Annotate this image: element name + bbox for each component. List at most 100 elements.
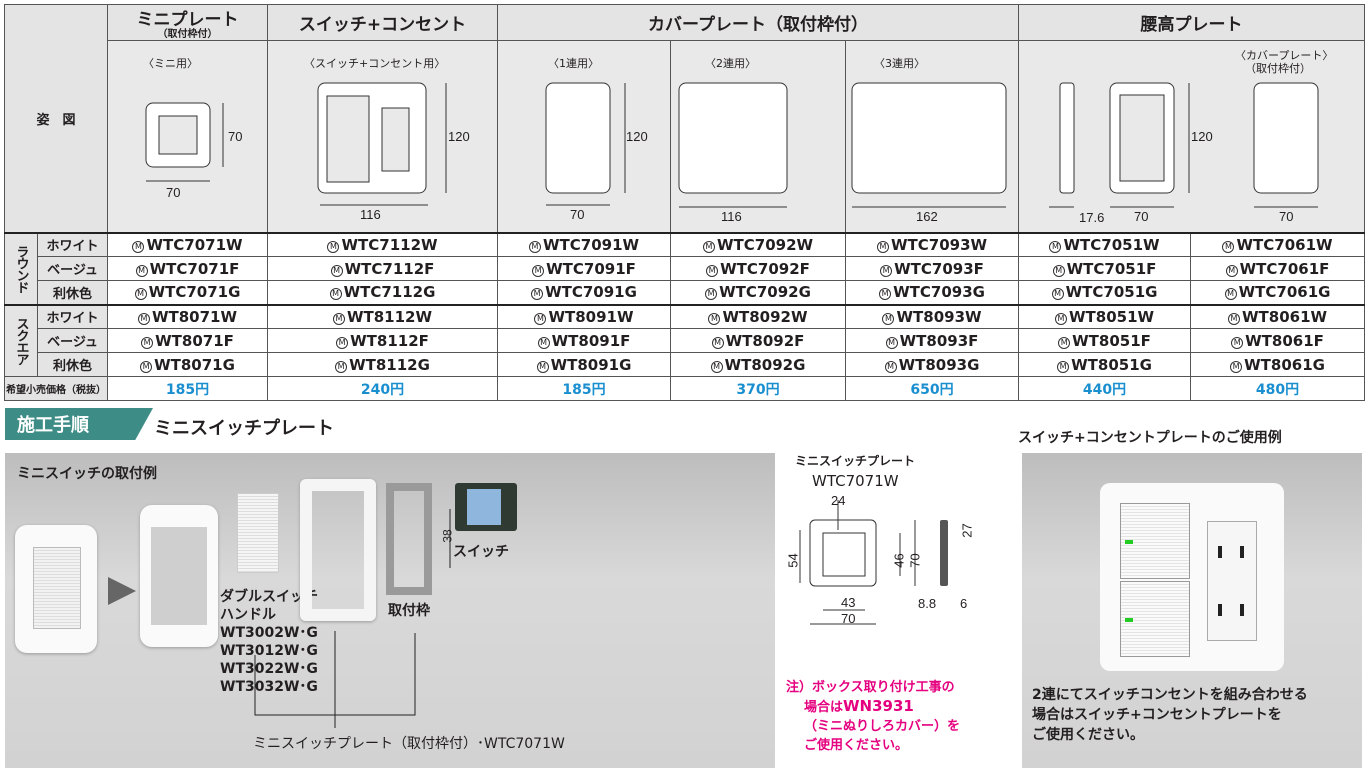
m-mark-icon: M	[876, 240, 889, 253]
example-title: ミニスイッチの取付例	[17, 466, 157, 482]
m-mark-icon: M	[531, 288, 544, 301]
m-mark-icon: M	[1057, 360, 1070, 373]
plate-image	[140, 505, 218, 647]
price-label: 希望小売価格（税抜）	[3, 376, 109, 401]
m-mark-icon: M	[528, 240, 541, 253]
m-mark-icon: M	[710, 360, 723, 373]
header-mini-plate: ミニプレート（取付枠付）	[107, 4, 269, 41]
figure-mini: 〈ミニ用〉 70 70	[107, 40, 269, 233]
price: 370円	[670, 376, 847, 401]
m-mark-icon: M	[534, 312, 547, 325]
m-mark-icon: M	[702, 240, 715, 253]
figure-cover-1gang: 〈1連用〉 120 70	[497, 40, 672, 233]
m-mark-icon: M	[335, 360, 348, 373]
usage-text: 2連にてスイッチコンセントを組み合わせる場合はスイッチ+コンセントプレートをご使…	[1032, 687, 1308, 743]
frame-plate-image	[300, 479, 376, 621]
m-mark-icon: M	[708, 312, 721, 325]
spec-table: 姿 図 ミニプレート（取付枠付） スイッチ+コンセント カバープレート（取付枠付…	[3, 4, 1366, 401]
m-mark-icon: M	[332, 312, 345, 325]
m-mark-icon: M	[1227, 312, 1240, 325]
m-mark-icon: M	[329, 288, 342, 301]
color-label: ベージュ	[36, 256, 109, 281]
m-mark-icon: M	[884, 360, 897, 373]
header-waist-plate: 腰高プレート	[1018, 4, 1366, 41]
series-label: ラウンド	[4, 231, 38, 305]
m-mark-icon: M	[141, 336, 154, 349]
procedure-title: ミニスイッチプレート	[154, 418, 334, 439]
price: 650円	[845, 376, 1020, 401]
header-cover-plate: カバープレート（取付枠付）	[497, 4, 1020, 41]
usage-panel: 2連にてスイッチコンセントを組み合わせる場合はスイッチ+コンセントプレートをご使…	[1022, 453, 1362, 768]
color-label: 利休色	[36, 352, 109, 377]
m-mark-icon: M	[140, 360, 153, 373]
m-mark-icon: M	[1058, 336, 1071, 349]
price: 440円	[1018, 376, 1192, 401]
m-mark-icon: M	[711, 336, 724, 349]
switch-outlet-plate-image	[1100, 483, 1284, 671]
arrow-icon	[108, 577, 136, 605]
series-label: スクエア	[4, 303, 38, 377]
m-mark-icon: M	[1054, 312, 1067, 325]
figure-label: 姿 図	[3, 4, 109, 233]
switch-image	[455, 483, 517, 531]
m-mark-icon: M	[536, 360, 549, 373]
color-label: 利休色	[36, 280, 109, 305]
m-mark-icon: M	[705, 288, 718, 301]
m-mark-icon: M	[1222, 240, 1235, 253]
color-label: ベージュ	[36, 328, 109, 353]
price: 185円	[107, 376, 269, 401]
note: 注）ボックス取り付け工事の 場合はWN3931 （ミニぬりしろカバー）を ご使用…	[786, 680, 961, 753]
m-mark-icon: M	[336, 336, 349, 349]
m-mark-icon: M	[532, 264, 545, 277]
figure-switch-outlet: 〈スイッチ+コンセント用〉 120 116	[267, 40, 499, 233]
m-mark-icon: M	[1052, 264, 1065, 277]
m-mark-icon: M	[706, 264, 719, 277]
plate-caption: ミニスイッチプレート（取付枠付）･WTC7071W	[253, 736, 565, 752]
header-switch-outlet: スイッチ+コンセント	[267, 4, 499, 41]
m-mark-icon: M	[134, 288, 147, 301]
switch-label: スイッチ	[453, 544, 509, 560]
frame-label: 取付枠	[388, 603, 430, 619]
procedure-tag: 施工手順	[5, 408, 153, 440]
m-mark-icon: M	[879, 288, 892, 301]
m-mark-icon: M	[537, 336, 550, 349]
m-mark-icon: M	[327, 240, 340, 253]
usage-title: スイッチ+コンセントプレートのご使用例	[1018, 430, 1282, 446]
